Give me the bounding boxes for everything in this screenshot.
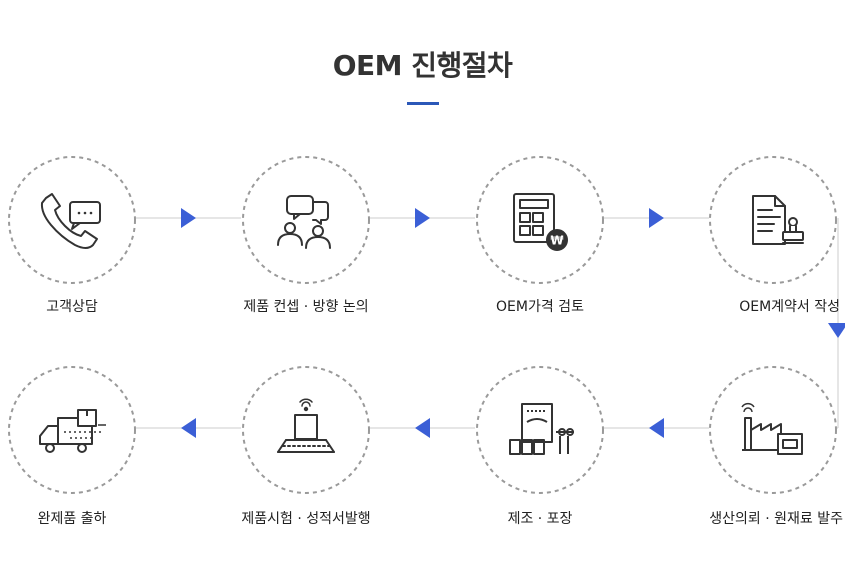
people-discussion-icon (277, 195, 331, 249)
arrow-right-icon (415, 208, 430, 228)
page-title: OEM 진행절차 (332, 49, 513, 82)
factory-icon (741, 402, 803, 455)
step-circle-8 (8, 366, 136, 494)
arrow-right-icon (181, 208, 196, 228)
step-label-2: 제품 컨셉 · 방향 논의 (243, 299, 369, 315)
step-circle-5 (709, 366, 837, 494)
arrow-left-icon (181, 418, 196, 438)
step-circle-4 (709, 156, 837, 284)
arrow-left-icon (415, 418, 430, 438)
arrow-down-icon (828, 323, 845, 338)
step-label-4: OEM계약서 작성 (739, 299, 840, 315)
arrow-left-icon (649, 418, 664, 438)
step-label-5: 생산의뢰 · 원재료 발주 (709, 511, 843, 527)
step-circle-1 (8, 156, 136, 284)
step-label-3: OEM가격 검토 (496, 299, 584, 315)
step-circle-7 (242, 366, 370, 494)
step-label-6: 제조 · 포장 (507, 511, 573, 527)
svg-text:₩: ₩ (550, 234, 564, 248)
step-label-1: 고객상담 (46, 299, 98, 315)
title-underline (407, 102, 439, 105)
calculator-won-icon: ₩ (513, 193, 568, 251)
step-circle-2 (242, 156, 370, 284)
delivery-truck-icon (39, 409, 106, 453)
step-label-7: 제품시험 · 성적서발행 (241, 511, 371, 527)
conveyor-test-icon (277, 398, 335, 453)
step-circle-3 (476, 156, 604, 284)
arrow-right-icon (649, 208, 664, 228)
contract-stamp-icon (752, 195, 804, 245)
manufacturing-machine-icon (509, 403, 574, 455)
step-label-8: 완제품 출하 (37, 511, 107, 527)
step-circle-6 (476, 366, 604, 494)
phone-chat-icon (40, 193, 101, 249)
